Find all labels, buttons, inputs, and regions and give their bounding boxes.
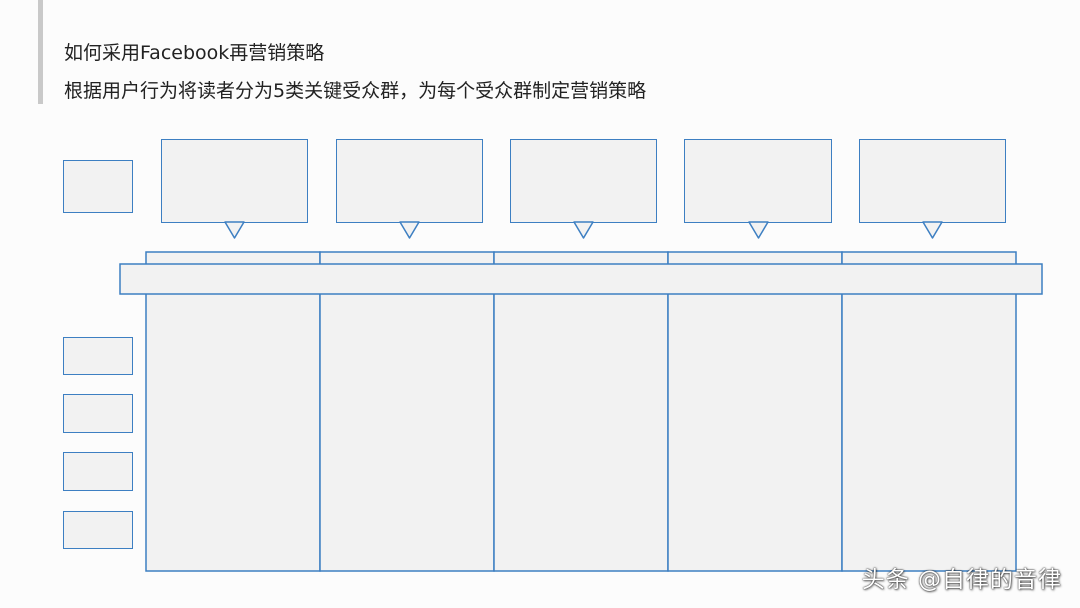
column-2 bbox=[319, 251, 495, 572]
audience-box-4 bbox=[684, 139, 832, 223]
header-accent-bar bbox=[38, 0, 43, 104]
audience-box-2 bbox=[336, 139, 483, 223]
row-label-box-2 bbox=[63, 394, 133, 433]
column-3 bbox=[493, 251, 669, 572]
row-label-box-4 bbox=[63, 511, 133, 549]
column-4 bbox=[667, 251, 843, 572]
audience-box-3 bbox=[510, 139, 657, 223]
slide-subtitle: 根据用户行为将读者分为5类关键受众群，为每个受众群制定营销策略 bbox=[64, 80, 647, 102]
down-arrow-icon bbox=[224, 221, 245, 239]
column-5 bbox=[841, 251, 1017, 572]
down-arrow-icon bbox=[922, 221, 943, 239]
watermark-text: 头条 @自律的音律 bbox=[861, 567, 1062, 593]
slide-title: 如何采用Facebook再营销策略 bbox=[64, 42, 325, 64]
column-1 bbox=[145, 251, 321, 572]
horizontal-band bbox=[119, 263, 1043, 295]
row-label-box-3 bbox=[63, 452, 133, 491]
down-arrow-icon bbox=[399, 221, 420, 239]
audience-box-5 bbox=[859, 139, 1006, 223]
down-arrow-icon bbox=[573, 221, 594, 239]
column-grid bbox=[145, 251, 1017, 572]
row-label-box-1 bbox=[63, 337, 133, 375]
audience-box-1 bbox=[161, 139, 308, 223]
down-arrow-icon bbox=[748, 221, 769, 239]
down-arrows bbox=[224, 221, 943, 239]
row-header-box bbox=[63, 160, 133, 213]
